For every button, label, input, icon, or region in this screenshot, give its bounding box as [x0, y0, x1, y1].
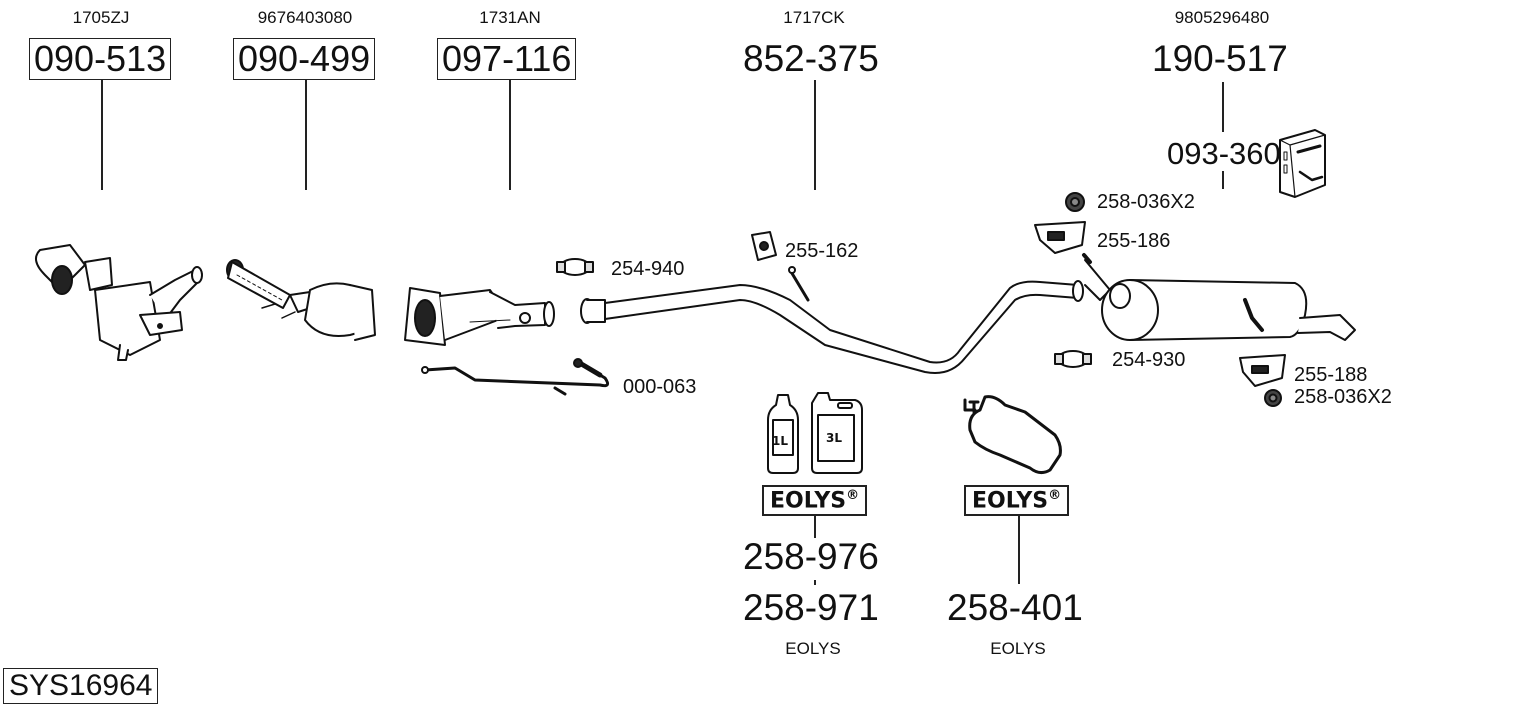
rubber-mount-255-186-part-number[interactable]: 255-186 [1097, 230, 1171, 252]
eolys-brand-box-2: EOLYS® [964, 485, 1070, 517]
leader-line-090-513 [101, 80, 103, 190]
clamp-254-930-part-number[interactable]: 254-930 [1112, 349, 1186, 371]
catalytic-converter-illustration[interactable] [35, 244, 203, 361]
eolys-brand-text-1: EOLYS [770, 488, 847, 514]
oem-number-2: 9676403080 [257, 8, 353, 27]
canister-3l-label: 3L [826, 431, 842, 445]
sensor-pipe-illustration[interactable] [421, 358, 610, 396]
eolys-brand-text-2: EOLYS [972, 488, 1049, 514]
rubber-mount-255-188-icon[interactable] [1239, 354, 1286, 387]
oem-number-1: 1705ZJ [72, 8, 130, 27]
part-number-258-971[interactable]: 258-971 [743, 587, 879, 628]
oem-number-3: 1731AN [479, 8, 541, 27]
part-number-097-116[interactable]: 097-116 [437, 38, 577, 80]
leader-line-190-517-lower [1222, 171, 1224, 189]
system-code: SYS16964 [3, 668, 159, 704]
rubber-mount-255-188-part-number[interactable]: 255-188 [1294, 364, 1368, 386]
mounting-kit-box-icon[interactable] [1279, 129, 1326, 198]
oem-number-4: 1717CK [783, 8, 845, 27]
leader-line-258-976 [814, 516, 816, 538]
mounting-kit-part-number[interactable]: 093-360 [1167, 136, 1281, 171]
leader-line-190-517-upper [1222, 82, 1224, 132]
rubber-mount-255-162-icon[interactable] [751, 231, 777, 261]
leader-line-852-375 [814, 80, 816, 190]
eolys-brand-box-1: EOLYS® [762, 485, 868, 517]
registered-mark-2: ® [1048, 488, 1062, 503]
rubber-mount-255-162-part-number[interactable]: 255-162 [785, 240, 859, 262]
nut-258-036-upper-icon[interactable] [1065, 192, 1085, 212]
leader-line-258-401 [1018, 516, 1020, 584]
clamp-254-940-part-number[interactable]: 254-940 [611, 258, 685, 280]
leader-line-090-499 [305, 80, 307, 190]
rubber-mount-255-186-icon[interactable] [1034, 221, 1086, 254]
middle-pipe-illustration[interactable] [580, 266, 1084, 374]
eolys-caption-2: EOLYS [990, 639, 1046, 658]
rear-silencer-illustration[interactable] [1082, 253, 1356, 341]
nut-lower-part-number[interactable]: 258-036X2 [1294, 386, 1392, 408]
clamp-254-940-icon[interactable] [556, 258, 594, 276]
clamp-254-930-icon[interactable] [1054, 350, 1092, 368]
eolys-1l-bottle-icon[interactable] [767, 394, 799, 474]
leader-line-258-971 [814, 580, 816, 585]
part-number-090-499[interactable]: 090-499 [233, 38, 376, 80]
bottle-1l-label: 1L [772, 434, 788, 448]
front-pipe-illustration[interactable] [226, 259, 376, 341]
part-number-090-513[interactable]: 090-513 [29, 38, 172, 80]
part-number-258-401[interactable]: 258-401 [947, 587, 1083, 628]
eolys-bag-icon[interactable] [963, 395, 1062, 475]
part-number-190-517[interactable]: 190-517 [1152, 38, 1288, 79]
eolys-3l-canister-icon[interactable] [811, 392, 863, 474]
nut-258-036-lower-icon[interactable] [1264, 389, 1282, 407]
part-number-258-976[interactable]: 258-976 [743, 536, 879, 577]
dpf-illustration[interactable] [404, 287, 555, 346]
nut-upper-part-number[interactable]: 258-036X2 [1097, 191, 1195, 213]
leader-line-097-116 [509, 80, 511, 190]
part-number-852-375[interactable]: 852-375 [743, 38, 879, 79]
oem-number-5: 9805296480 [1174, 8, 1270, 27]
eolys-caption-1: EOLYS [785, 639, 841, 658]
sensor-pipe-part-number[interactable]: 000-063 [623, 376, 697, 398]
registered-mark-1: ® [846, 488, 860, 503]
